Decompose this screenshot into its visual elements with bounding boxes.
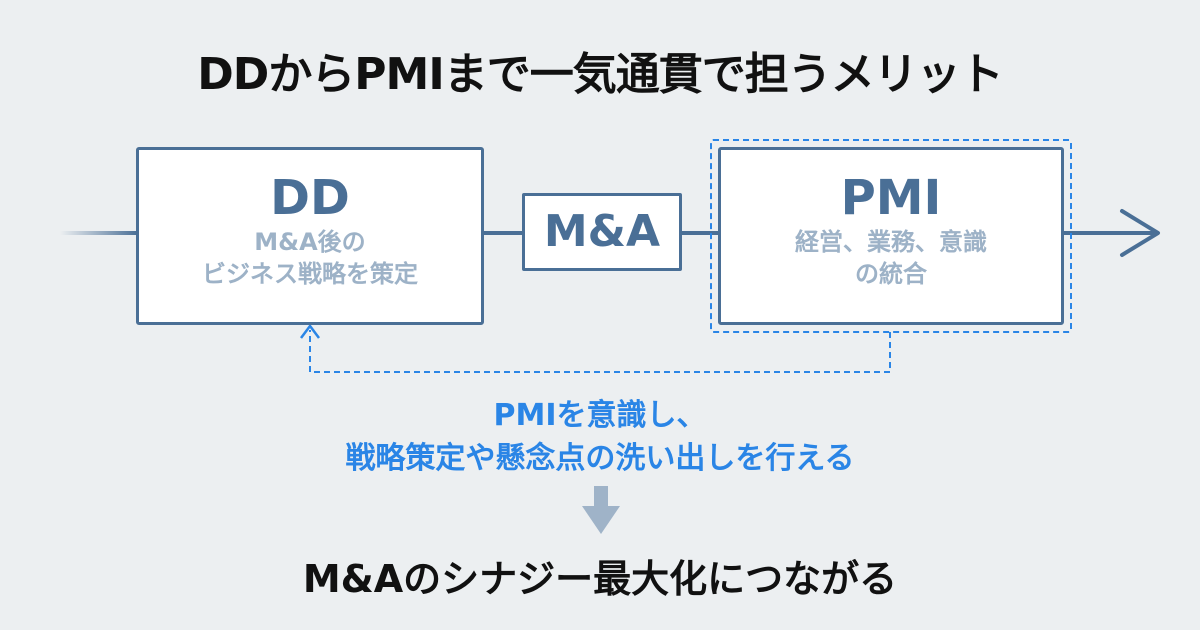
pmi-heading: PMI (840, 170, 942, 226)
dd-box: DD M&A後の ビジネス戦略を策定 (136, 147, 484, 325)
result-text: M&Aのシナジー最大化につながる (302, 557, 898, 601)
pmi-dashed-highlight (710, 139, 1072, 333)
dd-description-line: ビジネス戦略を策定 (202, 260, 418, 288)
dd-heading: DD (270, 170, 350, 226)
feedback-arrow-up-icon (300, 323, 320, 339)
pmi-description-line: 経営、業務、意識 (795, 228, 987, 256)
pmi-box: PMI 経営、業務、意識 の統合 (718, 147, 1064, 325)
feedback-dashed-path (309, 330, 891, 373)
incoming-line (60, 231, 138, 235)
pmi-description-line: の統合 (855, 260, 927, 288)
down-arrow-icon (582, 506, 620, 534)
ma-box: M&A (522, 193, 682, 271)
feedback-text-line: PMIを意識し、 (493, 398, 707, 433)
dd-description-line: M&A後の (254, 228, 366, 256)
right-arrow-icon (1120, 209, 1160, 257)
feedback-text-line: 戦略策定や懸念点の洗い出しを行える (345, 441, 855, 476)
page-title: DDからPMIまで一気通貫で担うメリット (197, 49, 1003, 100)
down-arrow-shaft (594, 486, 608, 508)
